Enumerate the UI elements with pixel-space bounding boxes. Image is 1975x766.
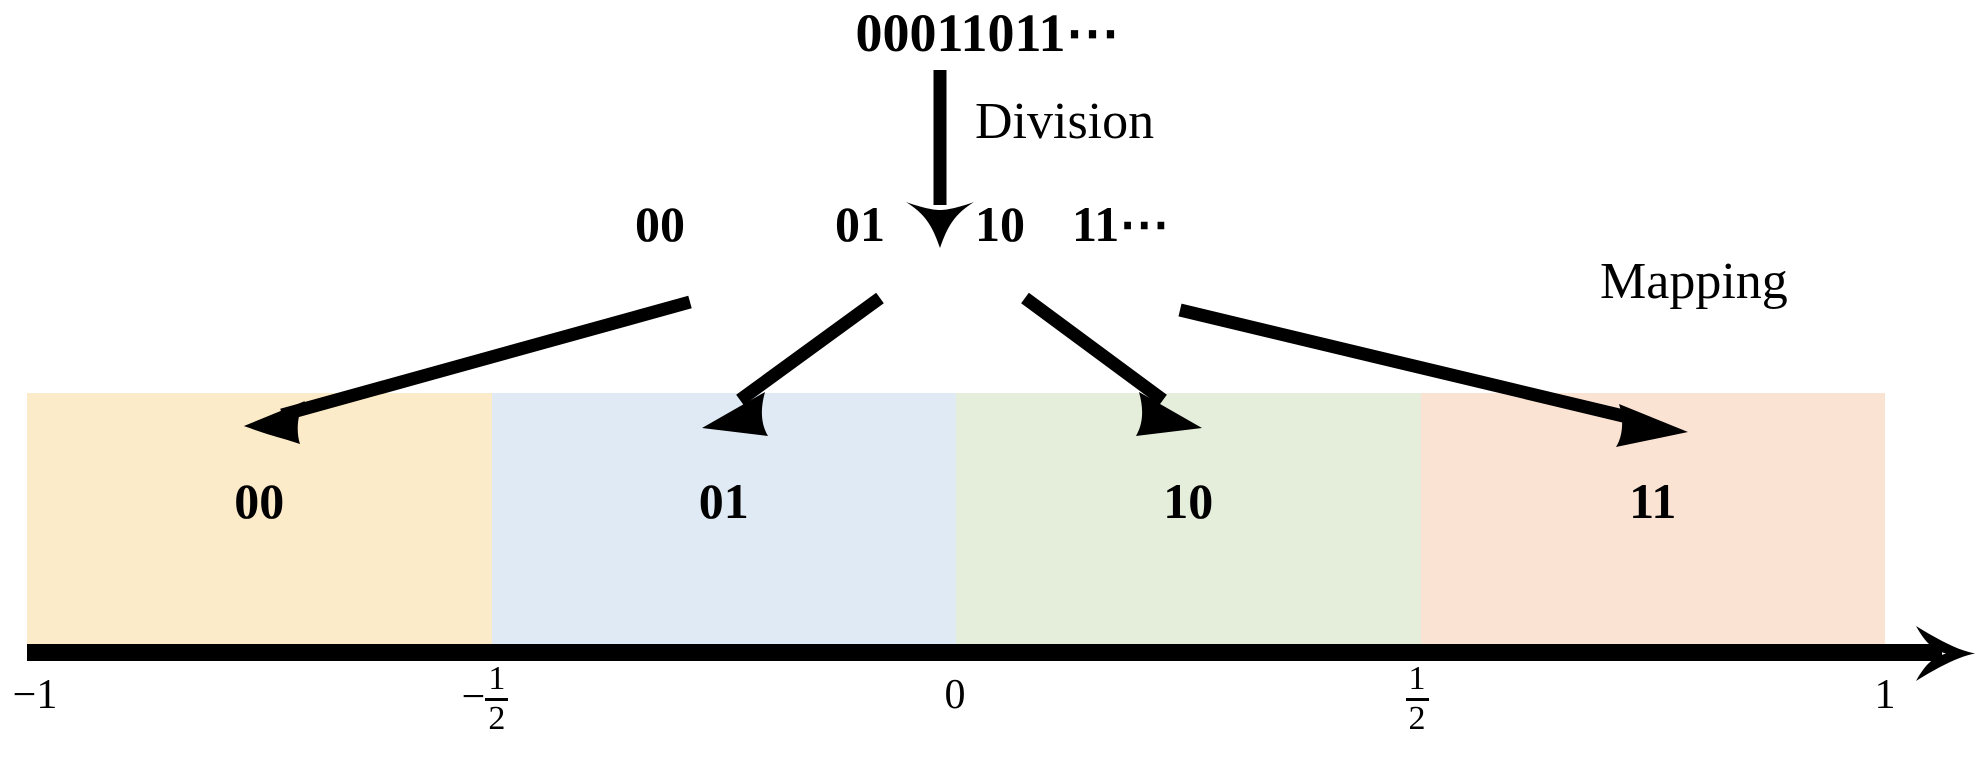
fraction-numerator: 1 (488, 660, 506, 697)
number-line-axis (27, 644, 1942, 661)
interval-segment-11: 11 (1420, 393, 1885, 652)
interval-segment-label-11: 11 (1629, 472, 1677, 529)
tick-label-one: 1 (1874, 672, 1896, 718)
chunk-label-11: 11⋯ (1072, 196, 1170, 252)
interval-segment-00: 00 (27, 393, 492, 652)
tick-label-zero: 0 (944, 672, 966, 718)
tick-label-minus-one: −1 (12, 672, 58, 718)
chunk-label-00: 00 (635, 196, 685, 252)
interval-segment-01: 01 (491, 393, 956, 652)
chunk-label-10: 10 (975, 196, 1025, 252)
interval-segment-label-00: 00 (234, 472, 285, 529)
fraction-denominator: 2 (488, 699, 506, 737)
chunk-label-01: 01 (835, 196, 885, 252)
interval-bar: 00 01 10 11 (27, 393, 1885, 652)
mapping-label: Mapping (1600, 253, 1788, 310)
fraction-bar (1405, 697, 1429, 701)
tick-minus-sign: − (461, 673, 486, 720)
interval-segment-10: 10 (956, 393, 1421, 652)
source-bitstring: 00011011⋯ (855, 3, 1120, 63)
fraction-bar (485, 697, 509, 701)
fraction-denominator: 2 (1408, 699, 1426, 737)
fraction-numerator: 1 (1408, 660, 1426, 697)
interval-segment-label-01: 01 (698, 472, 749, 529)
division-label: Division (975, 93, 1155, 150)
interval-segment-label-10: 10 (1163, 472, 1214, 529)
